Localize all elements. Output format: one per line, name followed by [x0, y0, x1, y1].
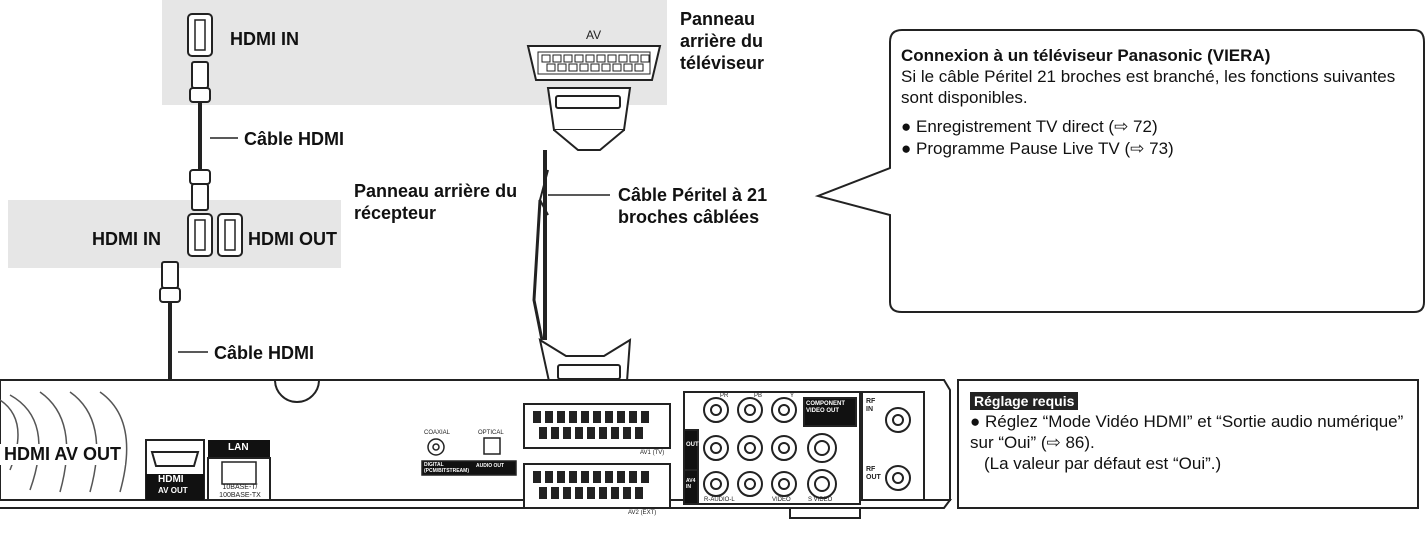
tv-scart-port — [526, 45, 662, 81]
callout-content: Connexion à un téléviseur Panasonic (VIE… — [901, 46, 1413, 160]
tv-av-label: AV — [586, 28, 602, 42]
receiver-panel-label: Panneau arrière du récepteur — [354, 181, 518, 223]
receiver-hdmi-out-label: HDMI OUT — [248, 229, 337, 249]
pb-label: PB — [754, 393, 763, 399]
rf-connectors — [861, 391, 925, 501]
rca-panel — [683, 391, 861, 505]
receiver-hdmi-out-port — [217, 213, 243, 257]
callout-bullet-2-text: Programme Pause Live TV (⇨ 73) — [916, 139, 1174, 158]
receiver-hdmi-in-port — [187, 213, 213, 257]
lan-label: LAN — [228, 442, 249, 453]
requirement-content: Réglage requis ● Réglez “Mode Vidéo HDMI… — [970, 392, 1410, 474]
hdmi-cable-top-label: Câble HDMI — [244, 129, 345, 149]
av2-label: AV2 (EXT) — [628, 510, 657, 516]
receiver-back-panel — [8, 200, 341, 268]
requirement-line1-text: Réglez “Mode Vidéo HDMI” et “Sortie audi… — [970, 412, 1404, 452]
tv-hdmi-port — [187, 13, 213, 57]
callout-bullet-2: ● Programme Pause Live TV (⇨ 73) — [901, 139, 1174, 158]
callout-body: Si le câble Péritel 21 broches est branc… — [901, 67, 1396, 107]
coaxial-label: COAXIAL — [424, 430, 451, 436]
rf-out-label: RF OUT — [866, 466, 881, 481]
callout-title: Connexion à un téléviseur Panasonic (VIE… — [901, 46, 1271, 65]
rf-in-label: RF IN — [866, 398, 876, 413]
av4-in-label: AV4 IN — [686, 478, 696, 490]
av2-scart — [523, 463, 671, 509]
y-label: Y — [790, 393, 795, 399]
scart-cable-label: Câble Péritel à 21 broches câblées — [618, 185, 768, 227]
requirement-line1: ● Réglez “Mode Vidéo HDMI” et “Sortie au… — [970, 412, 1404, 452]
hdmi-cable-top — [189, 61, 211, 211]
r-audio-l-label: R-AUDIO-L — [704, 497, 735, 503]
out-label: OUT — [686, 442, 699, 448]
pr-label: PR — [720, 393, 729, 399]
component-label: COMPONENT VIDEO OUT — [806, 401, 845, 414]
digital-audio-ports — [421, 437, 517, 476]
requirement-line2: (La valeur par défaut est “Oui”.) — [984, 454, 1222, 473]
lan-spec-label: 10BASE-T/ 100BASE-TX — [219, 484, 261, 499]
callout-bullet-1-text: Enregistrement TV direct (⇨ 72) — [916, 117, 1158, 136]
tv-hdmi-in-label: HDMI IN — [230, 29, 299, 49]
recorder-hdmi-port — [145, 439, 205, 501]
callout-bullet-1: ● Enregistrement TV direct (⇨ 72) — [901, 117, 1158, 136]
s-video-label: S VIDEO — [808, 497, 833, 503]
hdmi-cable-bottom-label: Câble HDMI — [214, 343, 315, 363]
av1-scart — [523, 403, 671, 449]
tv-panel-label: Panneau arrière du téléviseur — [680, 9, 765, 73]
av1-label: AV1 (TV) — [640, 450, 665, 456]
video-label: VIDEO — [772, 497, 791, 503]
scart-cable — [532, 87, 632, 396]
optical-label: OPTICAL — [478, 430, 504, 436]
requirement-heading: Réglage requis — [970, 392, 1079, 410]
hdmi-av-out-label: HDMI AV OUT — [0, 444, 125, 465]
receiver-hdmi-in-label: HDMI IN — [92, 229, 161, 249]
recorder-hdmi-logo: HDMI — [158, 474, 184, 485]
digital-label: DIGITAL (PCM/BITSTREAM) — [424, 462, 469, 474]
lan-port — [207, 440, 271, 501]
callout-bubble — [814, 29, 1425, 313]
recorder-hdmi-port-label: AV OUT — [158, 486, 188, 495]
audio-out-label: AUDIO OUT — [476, 463, 505, 469]
